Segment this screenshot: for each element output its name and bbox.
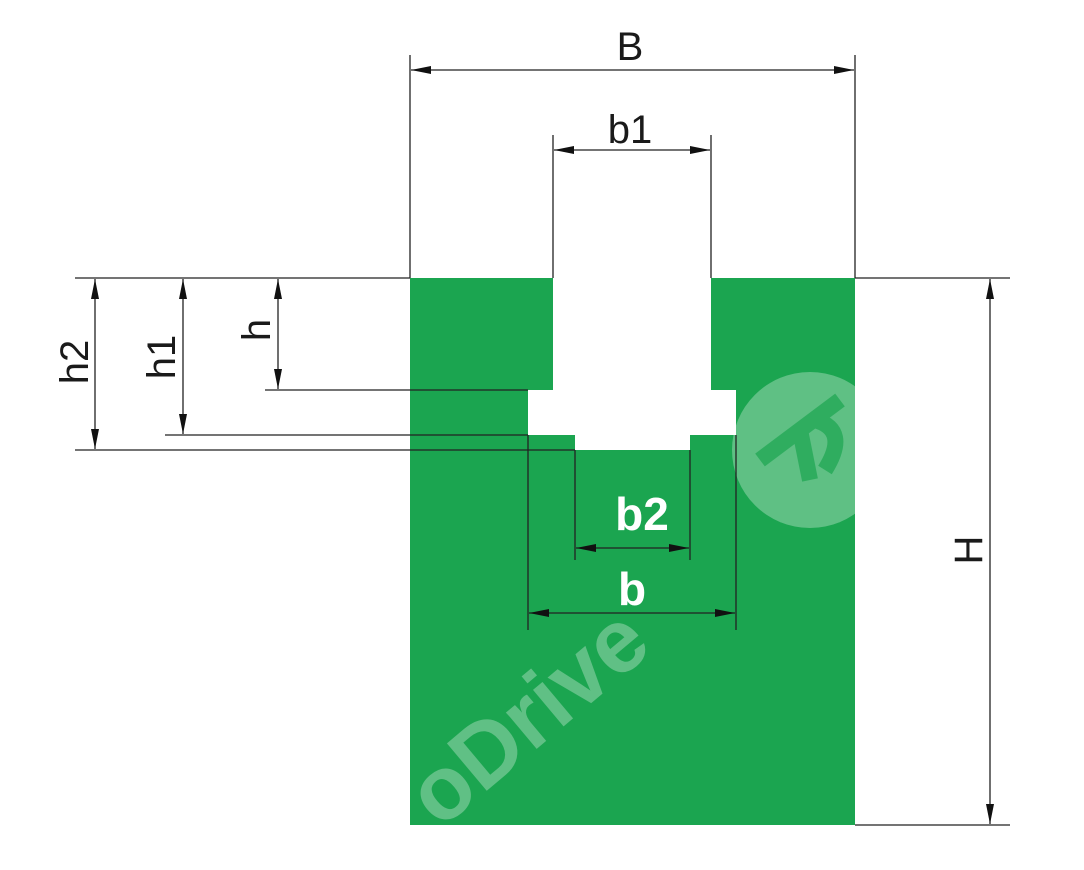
- label-h2: h2: [53, 340, 97, 385]
- label-h1: h1: [140, 335, 184, 380]
- watermark-logo: [732, 372, 888, 528]
- extension-lines: [75, 55, 1010, 826]
- label-H: H: [947, 536, 991, 565]
- label-b: b: [618, 563, 646, 615]
- label-B: B: [617, 25, 644, 69]
- label-b1: b1: [608, 108, 653, 152]
- label-h: h: [235, 319, 279, 341]
- label-b2: b2: [615, 488, 669, 540]
